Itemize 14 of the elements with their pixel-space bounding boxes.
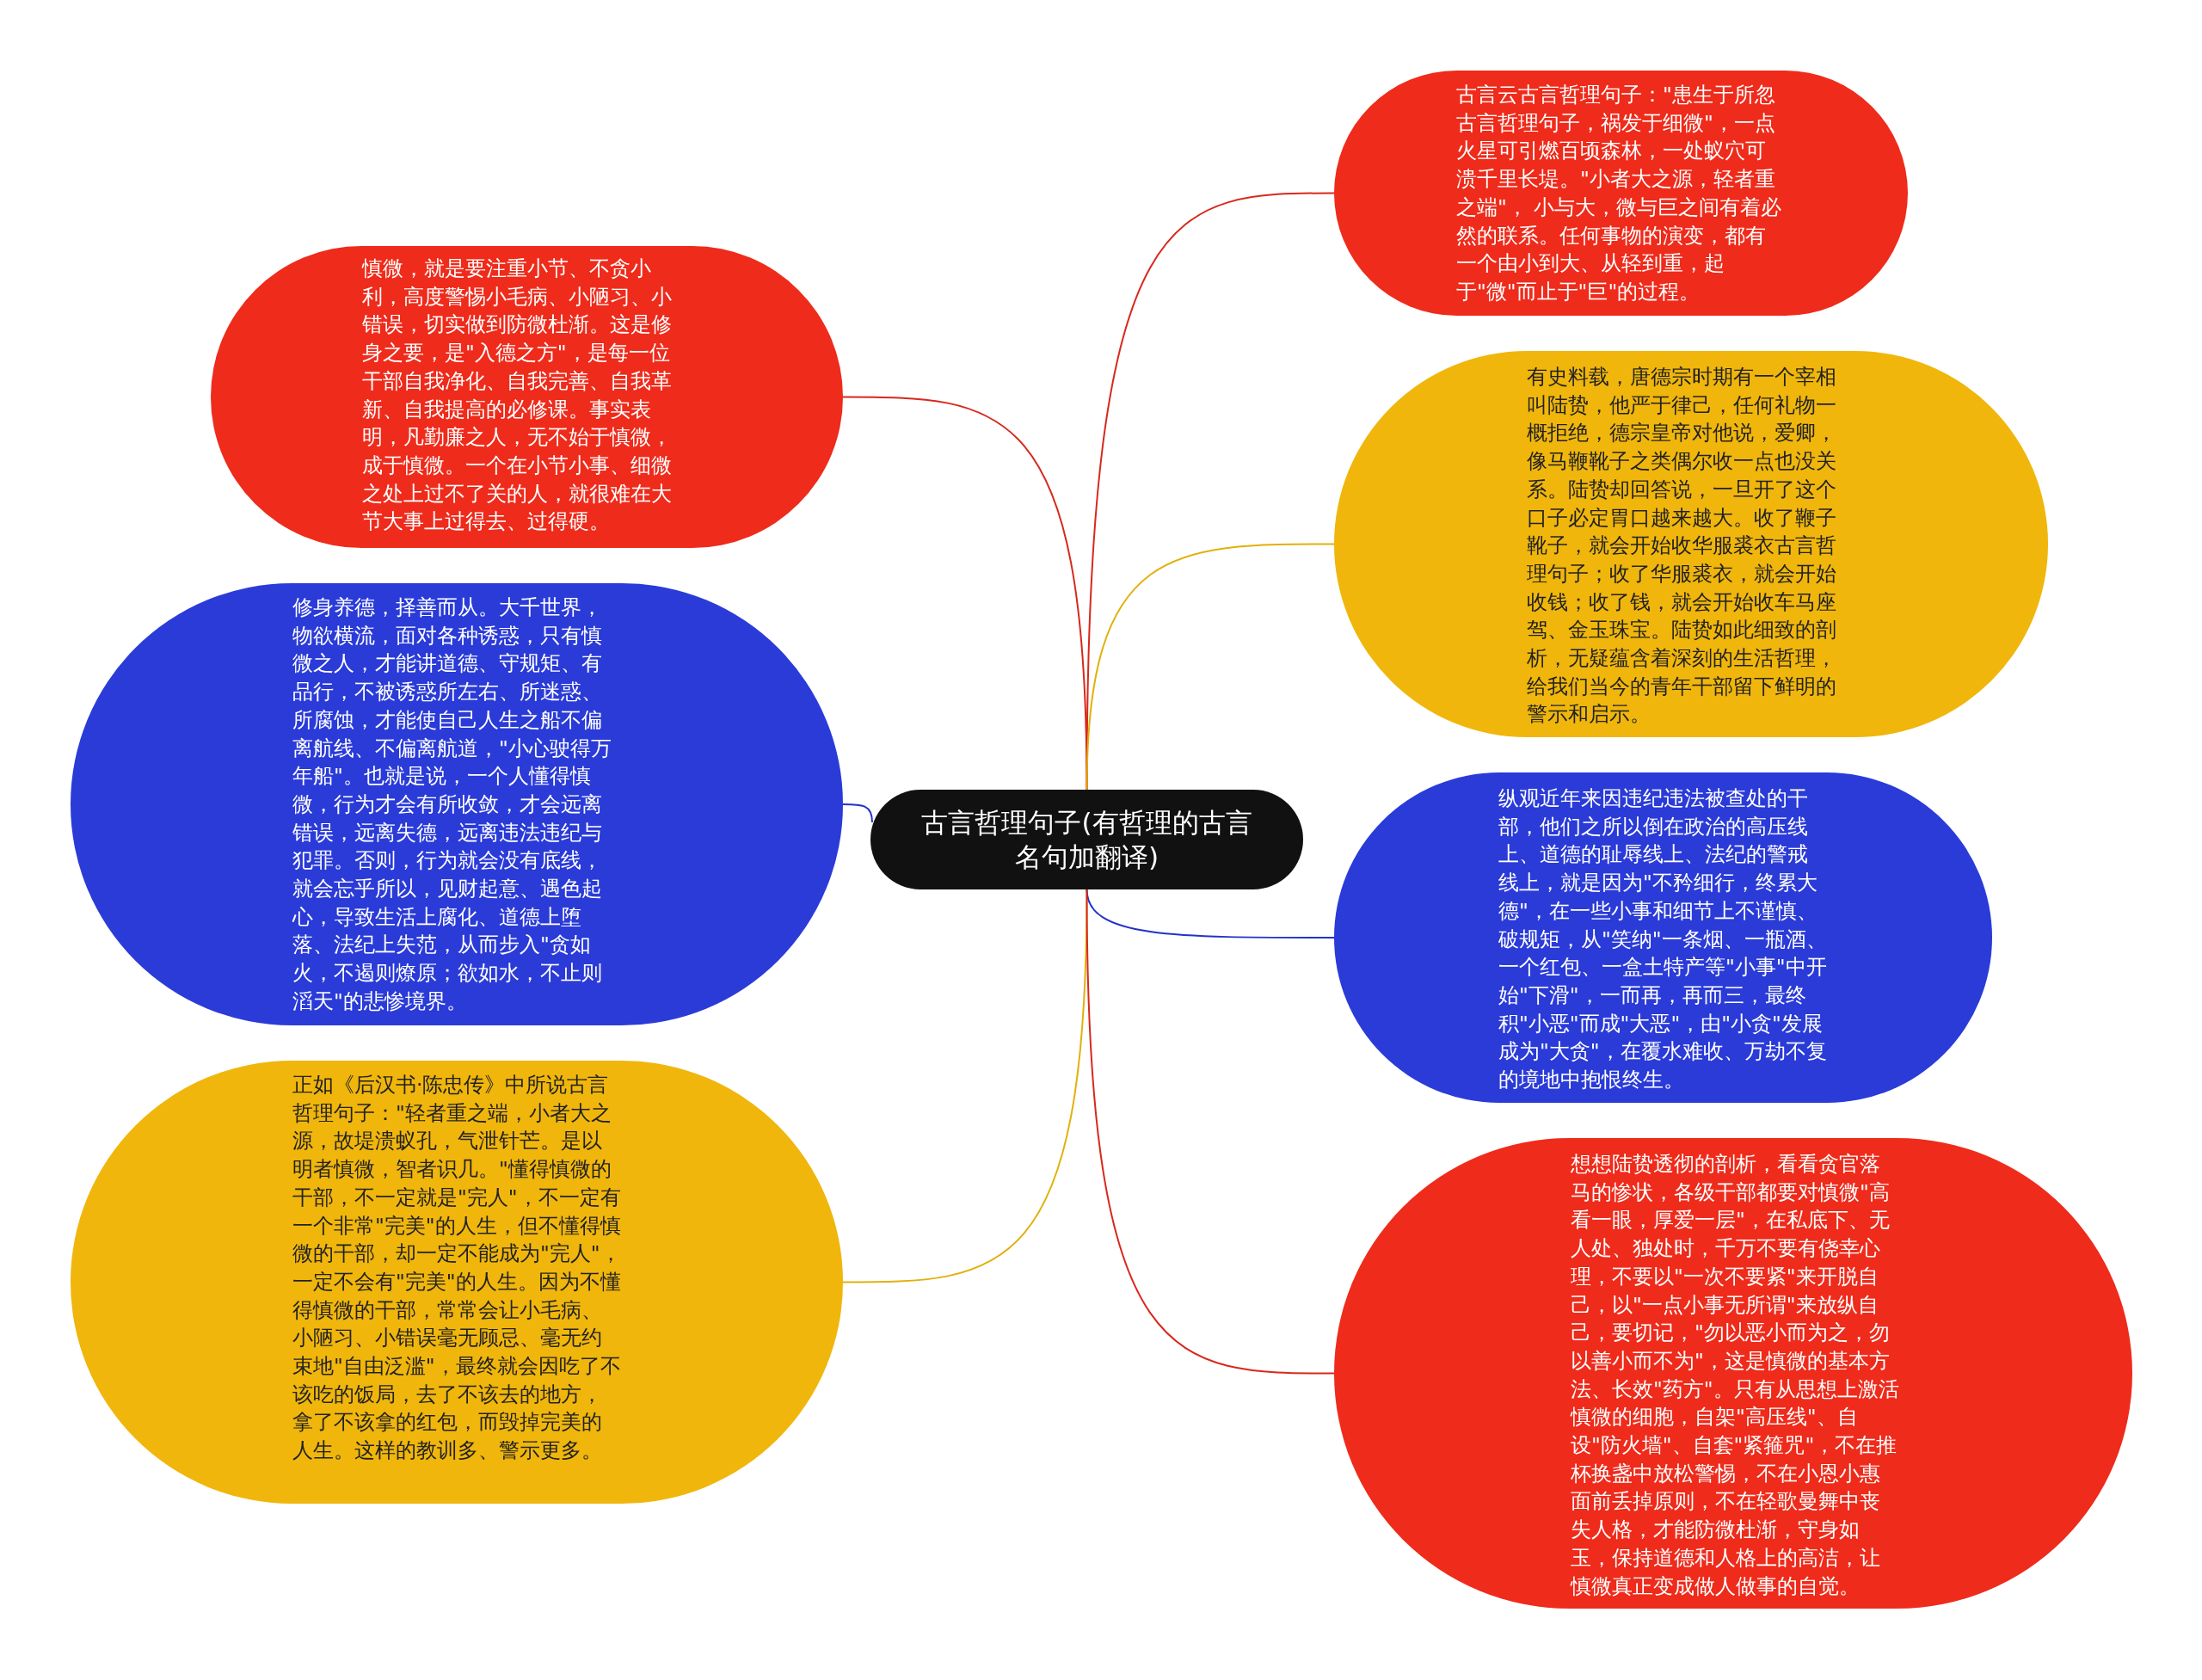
paragraph-text: 有史料载，唐德宗时期有一个宰相叫陆贽，他严于律己，任何礼物一概拒绝，德宗皇帝对他说，爱卿，像马鞭靴子之类偶尔收一点也没关系。陆贽却回答说，一旦开了这个口子必定胃口越来越大。收了鞭子靴子，就会开始收华服裘衣古言哲理句子；收了华服裘衣，就会开始收钱；收了钱，就会开始收车马座驾、金玉珠宝。陆贽如此细致的剖析，无疑蕴含着深刻的生活哲理，给我们当今的青年干部留下鲜明的警示和启示。 bbox=[1527, 364, 1837, 729]
paragraph-text: 修身养德，择善而从。大千世界，物欲横流，面对各种诱惑，只有慎微之人，才能讲道德、守规矩、有品行，不被诱惑所左右、所迷惑、所腐蚀，才能使自己人生之船不偏离航线、不偏离航道，"小心驶得万年船"。也就是说，一个人懂得慎微，行为才会有所收敛，才会远离错误，远离失德，远离违法违纪与犯罪。否则，行为就会没有底线，就会忘乎所以，见财起意、遇色起心，导致生活上腐化、道德上堕落、法纪上失范，从而步入"贪如火，不遏则燎原；欲如水，不止则滔天"的悲惨境界。 bbox=[292, 594, 612, 1015]
paragraph-text: 想想陆贽透彻的剖析，看看贪官落马的惨状，各级干部都要对慎微"高看一眼，厚爱一层"，在私底下、无人处、独处时，千万不要有侥幸心理，不要以"一次不要紧"来开脱自己，以"一点小事无所谓"来放纵自己，要切记，"勿以恶小而为之，勿以善小而不为"，这是慎微的基本方法、长效"药方"。只有从思想上激活慎微的细胞，自架"高压线"、自设"防火墙"、自套"紧箍咒"，不在推杯换盏中放松警惕，不在小恩小惠面前丢掉原则，不在轻歌曼舞中丧失人格，才能防微杜渐，守身如玉，保持道德和人格上的高洁，让慎微真正变成做人做事的自觉。 bbox=[1571, 1151, 1899, 1600]
connector-line bbox=[1086, 543, 1335, 791]
central-topic-text: 古言哲理句子(有哲理的古言名句加翻译) bbox=[920, 806, 1253, 874]
paragraph-text: 纵观近年来因违纪违法被查处的干部，他们之所以倒在政治的高压线上、道德的耻辱线上、法纪的警戒线上，就是因为"不矜细行，终累大德"，在一些小事和细节上不谨慎、破规矩，从"笑纳"一条烟、一瓶酒、一个红包、一盒土特产等"小事"中开始"下滑"，一而再，再而三，最终积"小恶"而成"大恶"，由"小贪"发展成为"大贪"，在覆水难收、万劫不复的境地中抱恨终生。 bbox=[1498, 785, 1827, 1094]
connector-line bbox=[1086, 889, 1335, 1375]
paragraph-text: 古言云古言哲理句子："患生于所忽古言哲理句子，祸发于细微"，一点火星可引燃百顷森林，一处蚁穴可溃千里长堤。"小者大之源，轻者重之端"， 小与大，微与巨之间有着必然的联系。任何事物的演变，都有一个由小到大、从轻到重，起于"微"而止于"巨"的过程。 bbox=[1456, 82, 1783, 305]
central-topic-pill bbox=[870, 790, 1303, 889]
paragraph-text: 慎微，就是要注重小节、不贪小利，高度警惕小毛病、小陋习、小错误，切实做到防微杜渐。这是修身之要，是"入德之方"，是每一位干部自我净化、自我完善、自我革新、自我提高的必修课。事实表明，凡勤廉之人，无不始于慎微，成于慎微。一个在小节小事、细微之处上过不了关的人，就很难在大节大事上过得去、过得硬。 bbox=[362, 255, 673, 536]
connector-line bbox=[842, 889, 1088, 1283]
connector-line bbox=[1086, 192, 1335, 791]
paragraph-text: 正如《后汉书·陈忠传》中所说古言哲理句子："轻者重之端，小者大之源，故堤溃蚁孔，气泄针芒。是以明者慎微，智者识几。"懂得慎微的干部，不一定就是"完人"，不一定有一个非常"完美"的人生，但不懂得慎微的干部，却一定不能成为"完人"，一定不会有"完美"的人生。因为不懂得慎微的干部，常常会让小毛病、小陋习、小错误毫无顾忌、毫无约束地"自由泛滥"，最终就会因吃了不该吃的饭局，去了不该去的地方，拿了不该拿的红包，而毁掉完美的人生。这样的教训多、警示更多。 bbox=[292, 1072, 621, 1465]
connector-line bbox=[842, 803, 873, 823]
